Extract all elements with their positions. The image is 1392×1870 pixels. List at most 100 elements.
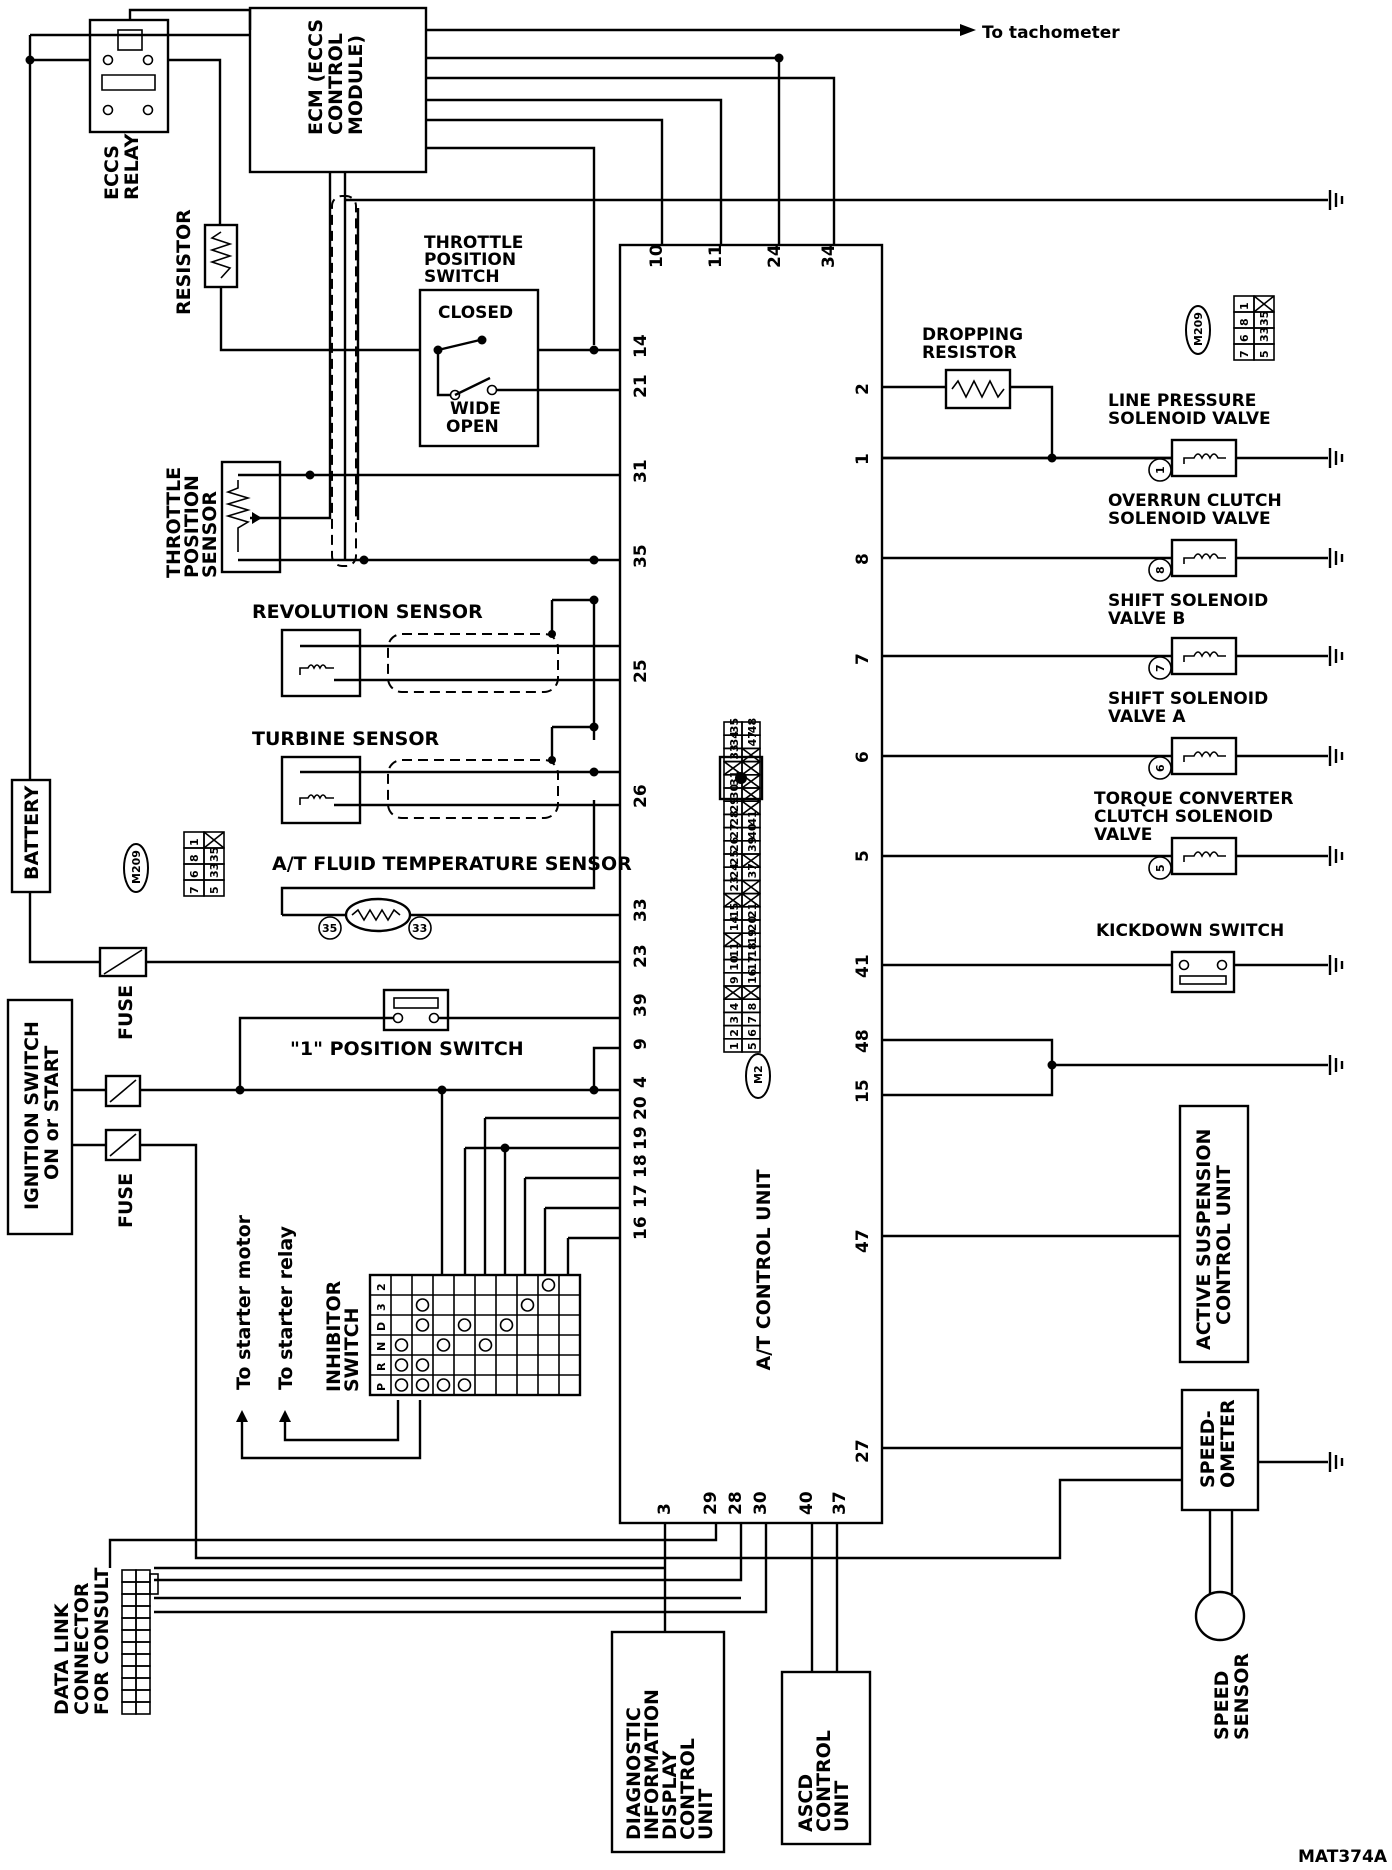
pin-25: 25	[631, 659, 651, 683]
revolution-sensor-label: REVOLUTION SENSOR	[252, 601, 483, 623]
solenoid-number-circle	[1148, 458, 1172, 482]
shift-a-label-2: VALVE A	[1108, 707, 1186, 727]
overrun-label-2: SOLENOID VALVE	[1108, 509, 1271, 529]
m2-cell-number: 2	[728, 1029, 741, 1037]
m2-cell-number: 1	[728, 1042, 741, 1050]
diagnostic-label-2: INFORMATION	[641, 1689, 663, 1840]
inhibitor-contact	[394, 1378, 409, 1392]
m209-cell-number: 35	[208, 847, 221, 862]
right-pins: 2 1 8 7 6 5 41 48 15 47 27	[853, 383, 873, 1463]
m209-label-right: M209	[1192, 312, 1205, 346]
data-link-pin	[121, 1569, 137, 1583]
m209-cell-number: 33	[208, 863, 221, 878]
tps-open-label: OPEN	[446, 417, 499, 437]
dropping-resistor-label-2: RESISTOR	[922, 343, 1017, 363]
ascd-unit-box	[780, 1670, 872, 1846]
pin-31: 31	[631, 459, 651, 483]
pin-41: 41	[853, 954, 873, 978]
inhibitor-contact	[520, 1298, 535, 1312]
data-link-pin	[135, 1593, 151, 1607]
ground-symbols	[1328, 190, 1344, 1472]
left-pins: 14 21 31 35 25 26 33 23 39 9 4 20 19 18 …	[631, 334, 651, 1240]
data-link-connector-grid	[121, 1569, 159, 1715]
pin-14: 14	[631, 334, 651, 358]
m209-cell	[203, 831, 225, 849]
speedometer-box	[1180, 1388, 1260, 1512]
m209-cell-number: 7	[1238, 350, 1251, 358]
to-starter-motor-label: To starter motor	[233, 1214, 255, 1390]
pin-8: 8	[853, 553, 873, 565]
fluid-sensor-pin-35: 35	[322, 922, 337, 935]
solenoid-number-circle	[1148, 558, 1172, 582]
m2-cell-number: 4	[728, 1002, 741, 1010]
speed-sensor-label-2: SENSOR	[1231, 1653, 1253, 1740]
pin-4: 4	[631, 1076, 651, 1088]
fluid-temp-sensor-body	[344, 897, 412, 933]
pin-17: 17	[631, 1184, 651, 1208]
pin-28: 28	[726, 1491, 746, 1515]
inhibitor-contact	[499, 1318, 514, 1332]
inhibitor-contact	[457, 1378, 472, 1392]
fluid-sensor-pin-33: 33	[412, 922, 427, 935]
active-suspension-box	[1178, 1104, 1250, 1364]
m2-cell-number: 6	[746, 1029, 759, 1037]
data-link-pin	[121, 1581, 137, 1595]
inhibitor-contact	[415, 1298, 430, 1312]
ecm-output-wires	[345, 28, 1328, 345]
position-switch-1-label: "1" POSITION SWITCH	[290, 1038, 524, 1060]
bottom-pins: 3 29 28 30 40 37	[655, 1491, 850, 1515]
pin-6: 6	[853, 751, 873, 763]
diagnostic-unit-box	[610, 1630, 726, 1854]
data-link-pin	[135, 1689, 151, 1703]
eccs-relay-coil	[117, 29, 143, 51]
fuse-2-label: FUSE	[115, 1173, 137, 1228]
turbine-sensor-box	[280, 755, 362, 825]
solenoid-number-circle	[1148, 756, 1172, 780]
inhibitor-position-label: P	[375, 1383, 388, 1391]
solenoid-box	[1170, 538, 1238, 578]
turbine-shield	[387, 759, 559, 819]
pin-7: 7	[853, 653, 873, 665]
resistor-label: RESISTOR	[173, 209, 195, 315]
m209-label-left: M209	[130, 850, 143, 884]
pin-40: 40	[797, 1491, 817, 1515]
data-link-pin	[121, 1605, 137, 1619]
inhibitor-contact	[436, 1338, 451, 1352]
throttle-sensor-label-2: POSITION	[181, 475, 203, 578]
data-link-pin	[135, 1665, 151, 1679]
throttle-sensor-label-3: SENSOR	[199, 491, 221, 578]
m209-cell-number: 8	[188, 854, 201, 862]
inhibitor-switch-label-1: INHIBITOR	[323, 1280, 345, 1392]
ecm-label-1: ECM (ECCS	[305, 19, 327, 135]
solenoid-box	[1170, 736, 1238, 776]
solenoid-box	[1170, 438, 1238, 478]
pin-39: 39	[631, 993, 651, 1017]
position-switch-1-box	[382, 988, 450, 1032]
kickdown-switch-label: KICKDOWN SWITCH	[1096, 921, 1284, 941]
top-pins: 10 11 24 34	[647, 244, 839, 268]
pin-1: 1	[853, 453, 873, 465]
inhibitor-position-label: N	[375, 1342, 388, 1351]
m2-connector-tag	[745, 1053, 771, 1099]
pin-48: 48	[853, 1029, 873, 1053]
inhibitor-contact	[478, 1338, 493, 1352]
m2-cell	[741, 721, 761, 736]
tps-wide-label: WIDE	[450, 399, 501, 419]
pin-9: 9	[631, 1038, 651, 1050]
turbine-sensor-label: TURBINE SENSOR	[252, 728, 439, 750]
kickdown-switch-box	[1170, 950, 1236, 994]
pin-30: 30	[751, 1491, 771, 1515]
m209-cell-number: 6	[1238, 334, 1251, 342]
tps-label-2: POSITION	[424, 250, 516, 270]
data-link-label-2: CONNECTOR	[71, 1582, 93, 1715]
speedometer-label-2: OMETER	[1217, 1399, 1239, 1488]
to-tachometer-label: To tachometer	[982, 23, 1120, 43]
data-link-pin	[121, 1593, 137, 1607]
inhibitor-contact	[436, 1378, 451, 1392]
m209-cell-number: 7	[188, 886, 201, 894]
data-link-pin	[121, 1641, 137, 1655]
pin-26: 26	[631, 784, 651, 808]
